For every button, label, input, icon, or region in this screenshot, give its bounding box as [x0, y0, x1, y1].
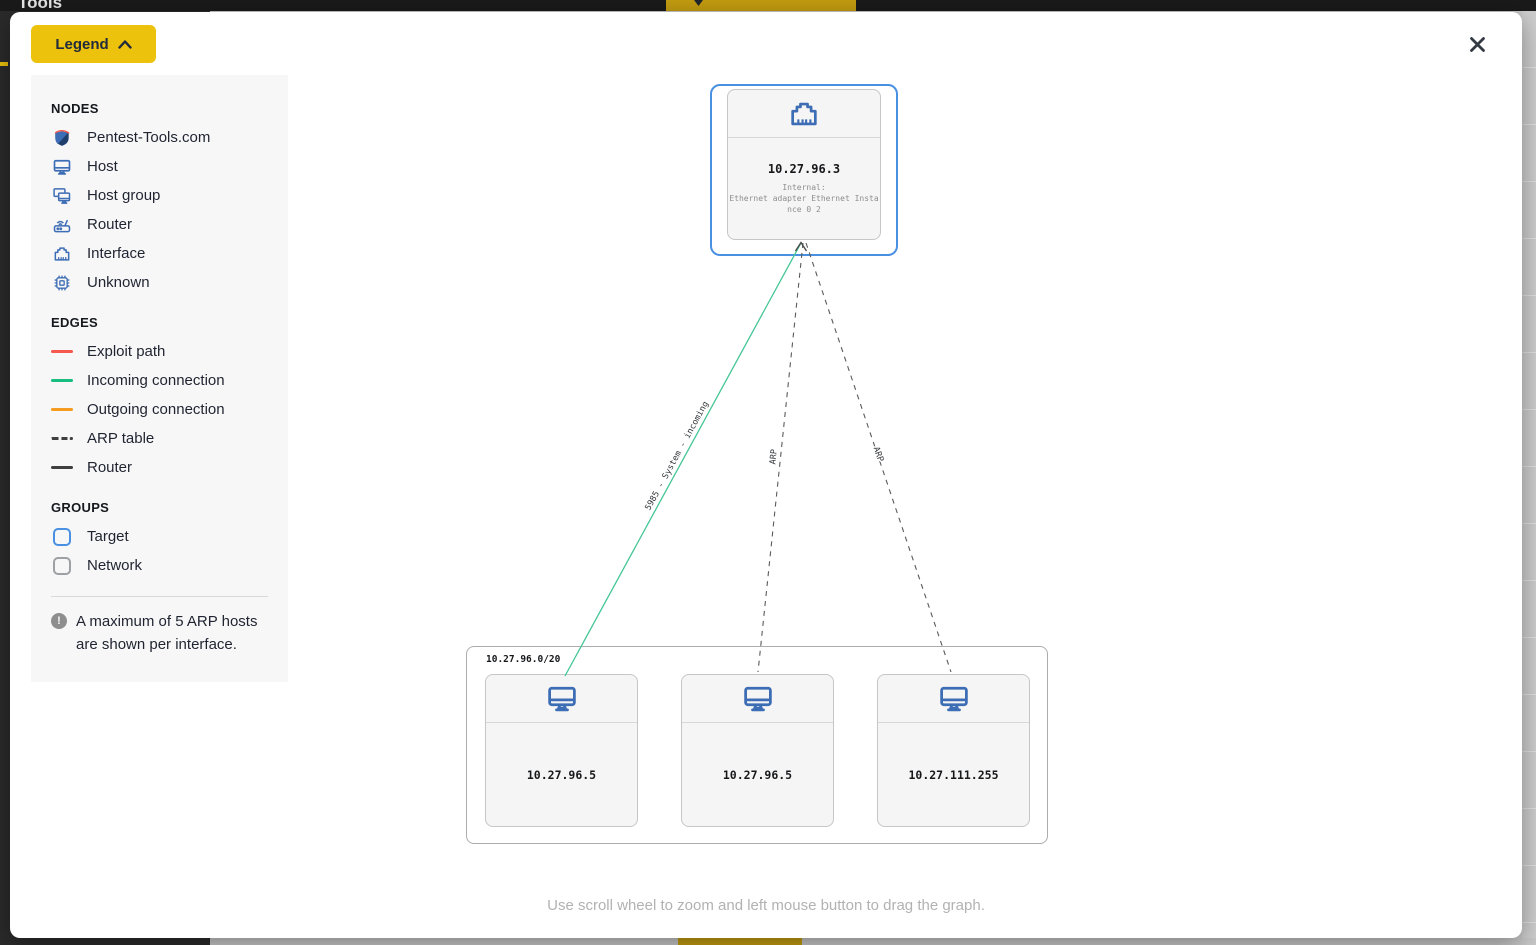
clipped-icon [694, 0, 703, 6]
network-group-label: 10.27.96.0/20 [486, 654, 561, 665]
host-node-ip: 10.27.96.5 [722, 768, 793, 782]
legend-item-arp-table: ARP table [51, 424, 268, 453]
unknown-chip-icon [51, 273, 73, 293]
legend-item-label: Router [87, 216, 133, 233]
router-icon [51, 215, 73, 235]
legend-item-label: Pentest-Tools.com [87, 129, 211, 146]
legend-item-label: Exploit path [87, 343, 166, 360]
interface-node-detail: Internal: [782, 183, 826, 192]
host-node-ip: 10.27.96.5 [526, 768, 597, 782]
legend-item-host-group: Host group [51, 181, 268, 210]
legend-item-target-group: Target [51, 522, 268, 551]
host-node[interactable]: 10.27.96.5 [681, 674, 834, 827]
info-icon: ! [51, 613, 67, 629]
legend-edges-heading: EDGES [51, 315, 99, 330]
interface-node-detail: nce 0 2 [787, 204, 821, 214]
legend-item-label: Unknown [87, 274, 150, 291]
legend-item-label: Router [87, 459, 133, 476]
legend-item-unknown: Unknown [51, 268, 268, 297]
legend-item-pentest-tools: Pentest-Tools.com [51, 123, 268, 152]
legend-nodes-heading: NODES [51, 101, 99, 116]
legend-toggle-button[interactable]: Legend [31, 25, 156, 63]
arp-table-line-swatch [51, 437, 73, 440]
outgoing-connection-line-swatch [51, 408, 73, 411]
graph-hint-text: Use scroll wheel to zoom and left mouse … [547, 897, 985, 914]
sidebar-accent-tick [0, 62, 8, 66]
legend-item-label: ARP table [87, 430, 155, 447]
chevron-up-icon [117, 36, 132, 53]
pentest-tools-logo-icon [51, 128, 73, 148]
incoming-connection-line-swatch [51, 379, 73, 382]
target-group-box[interactable] [710, 84, 898, 256]
legend-item-label: Host [87, 158, 118, 175]
interface-node-ip: 10.27.96.3 [767, 162, 841, 176]
host-icon [51, 157, 73, 177]
background-yellow-button-bottom [678, 936, 802, 945]
legend-item-label: Interface [87, 245, 146, 262]
legend-item-label: Incoming connection [87, 372, 225, 389]
host-icon [486, 675, 637, 723]
app-header-bar: Tools [0, 0, 1536, 11]
background-yellow-button-top [666, 0, 856, 11]
router-line-swatch [51, 466, 73, 469]
legend-note: ! A maximum of 5 ARP hosts are shown per… [51, 611, 268, 656]
background-table-strip [1522, 11, 1536, 938]
interface-icon [728, 90, 880, 138]
legend-item-network-group: Network [51, 551, 268, 580]
network-group-swatch [51, 556, 73, 575]
legend-divider [51, 596, 268, 597]
close-button[interactable] [1460, 30, 1494, 62]
host-node[interactable]: 10.27.111.255 [877, 674, 1030, 827]
legend-item-router: Router [51, 210, 268, 239]
legend-item-interface: Interface [51, 239, 268, 268]
interface-icon [51, 244, 73, 264]
legend-item-label: Target [87, 528, 129, 545]
host-icon [682, 675, 833, 723]
legend-item-outgoing-connection: Outgoing connection [51, 395, 268, 424]
legend-item-incoming-connection: Incoming connection [51, 366, 268, 395]
interface-node[interactable]: 10.27.96.3 Internal: Ethernet adapter Et… [727, 89, 881, 240]
legend-groups-heading: GROUPS [51, 500, 110, 515]
page-title: Tools [18, 0, 63, 11]
legend-button-label: Legend [55, 35, 109, 53]
host-icon [878, 675, 1029, 723]
legend-item-exploit-path: Exploit path [51, 337, 268, 366]
legend-item-host: Host [51, 152, 268, 181]
interface-node-detail: Ethernet adapter Ethernet Insta [729, 193, 879, 203]
host-node[interactable]: 10.27.96.5 [485, 674, 638, 827]
host-node-ip: 10.27.111.255 [908, 768, 999, 782]
legend-item-router-edge: Router [51, 453, 268, 482]
close-icon [1468, 35, 1487, 57]
legend-note-text: A maximum of 5 ARP hosts are shown per i… [76, 613, 258, 653]
exploit-path-line-swatch [51, 350, 73, 353]
legend-item-label: Host group [87, 187, 161, 204]
legend-item-label: Network [87, 557, 143, 574]
legend-panel: NODES Pentest-Tools.com Host [31, 75, 288, 682]
host-group-icon [51, 186, 73, 206]
legend-item-label: Outgoing connection [87, 401, 225, 418]
target-group-swatch [51, 527, 73, 546]
